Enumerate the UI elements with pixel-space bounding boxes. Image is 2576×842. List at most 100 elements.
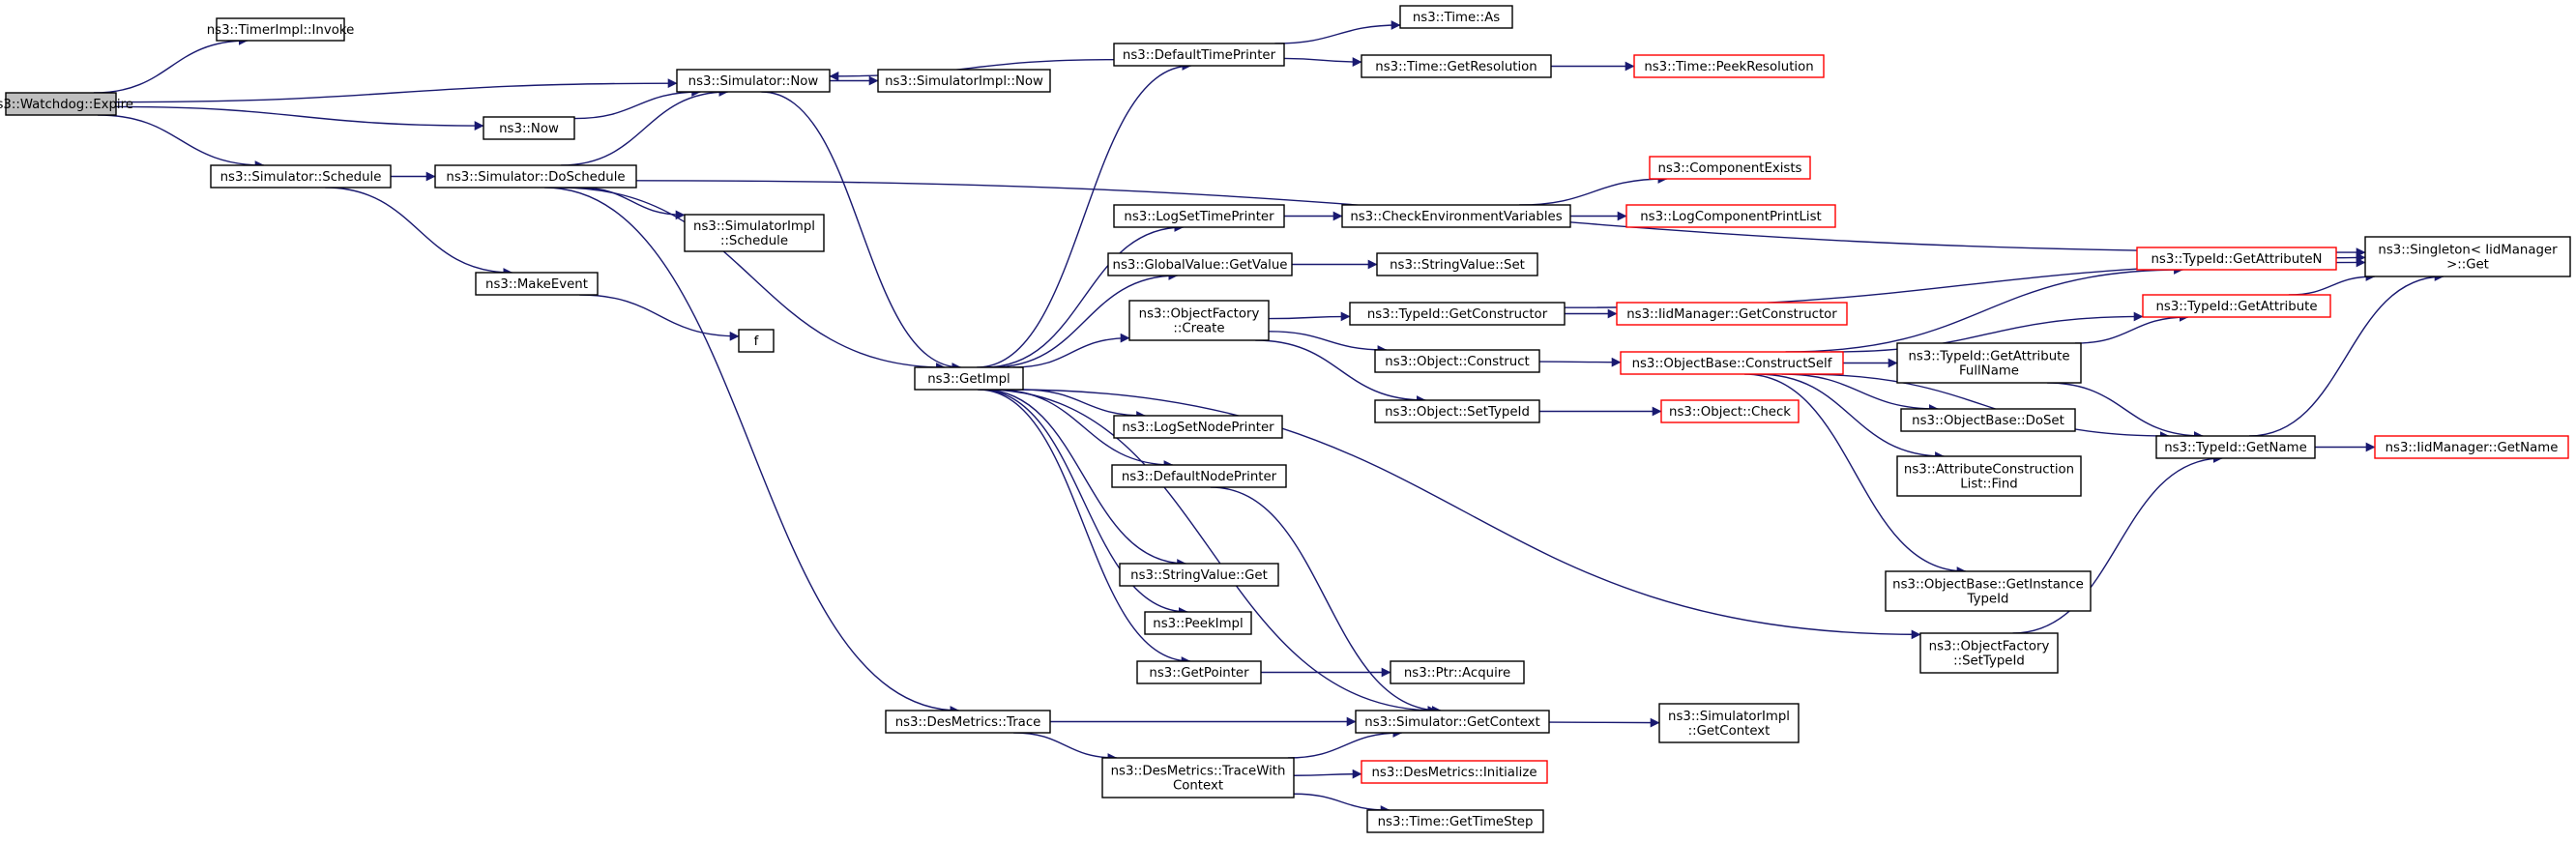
node-object-settypeid[interactable]: ns3::Object::SetTypeId [1374,399,1540,423]
node-label: ns3::TypeId::GetAttribute [2155,300,2317,314]
node-globalvalue-getvalue[interactable]: ns3::GlobalValue::GetValue [1107,252,1293,276]
node-time-gettimestep[interactable]: ns3::Time::GetTimeStep [1366,809,1544,833]
node-box [1900,408,2076,432]
node-box [2142,294,2331,318]
node-box [1660,399,1800,423]
node-object-check[interactable]: ns3::Object::Check [1660,399,1800,423]
node-label: ns3::Singleton< IidManager [2378,244,2558,258]
node-time-peekresolution[interactable]: ns3::Time::PeekResolution [1633,54,1825,78]
node-stringvalue-set[interactable]: ns3::StringValue::Set [1376,252,1538,276]
node-schedule[interactable]: ns3::Simulator::Schedule [210,164,392,189]
node-box [1144,611,1252,635]
node-typeid-getattributen[interactable]: ns3::TypeId::GetAttributeN [2136,247,2337,271]
node-ptr-acquire[interactable]: ns3::Ptr::Acquire [1390,660,1525,684]
node-logsetnodeprinter[interactable]: ns3::LogSetNodePrinter [1113,415,1283,439]
node-desmetrics-trace[interactable]: ns3::DesMetrics::Trace [885,710,1051,734]
edge-tracewithcontext-to-time_gettimestep [1293,793,1390,815]
node-sim-getcontext[interactable]: ns3::Simulator::GetContext [1355,710,1550,734]
node-box [877,69,1051,93]
node-typeid-getconstructor[interactable]: ns3::TypeId::GetConstructor [1349,302,1566,326]
node-label: ns3::Object::Construct [1385,355,1529,369]
node-label: ns3::ObjectBase::GetInstance [1892,578,2084,593]
node-box [1885,570,2092,612]
edge-simnow-to-getimpl [761,91,962,372]
node-box [1349,302,1566,326]
node-objectfactory-settypeid[interactable]: ns3::ObjectFactory::SetTypeId [1919,632,2059,674]
edge-getimpl-to-logsettimeprinter [984,222,1185,368]
node-iidmanager-getconstructor[interactable]: ns3::IidManager::GetConstructor [1616,302,1848,326]
node-box [1374,399,1540,423]
node-label: ns3::SimulatorImpl [1668,710,1790,724]
node-objectfactory-create[interactable]: ns3::ObjectFactory::Create [1128,300,1270,341]
node-label: ns3::ComponentExists [1657,161,1801,176]
node-box [1649,156,1811,180]
node-label: ns3::LogSetTimePrinter [1124,210,1274,224]
node-componentexists[interactable]: ns3::ComponentExists [1649,156,1811,180]
edge-makeevent-to-f [579,294,740,341]
node-label: ns3::Time::As [1413,11,1500,25]
node-box [914,366,1024,391]
node-doschedule[interactable]: ns3::Simulator::DoSchedule [434,164,637,189]
node-logcomponentprintlist[interactable]: ns3::LogComponentPrintList [1625,204,1836,228]
node-stringvalue-get[interactable]: ns3::StringValue::Get [1119,563,1279,587]
node-singleton-get[interactable]: ns3::Singleton< IidManager >::Get [2364,236,2571,277]
node-simimplschedule[interactable]: ns3::SimulatorImpl::Schedule [684,214,825,252]
nodes-layer: ns3::Watchdog::Expire ns3::TimerImpl::Inv… [0,5,2571,833]
node-label: ns3::TypeId::GetConstructor [1367,307,1548,322]
edge-getimpl-to-stringvalue_get [981,389,1187,568]
node-timerinvoke[interactable]: ns3::TimerImpl::Invoke [207,17,355,42]
node-label: List::Find [1960,478,2017,492]
edge-doschedule-to-simnow [561,87,729,166]
node-label: ns3::TimerImpl::Invoke [207,23,355,38]
node-box [1376,252,1538,276]
node-iidmanager-getname[interactable]: ns3::IidManager::GetName [2374,435,2569,459]
edge-getimpl-to-sim_getcontext [984,389,1438,715]
node-objectbase-constructself[interactable]: ns3::ObjectBase::ConstructSelf [1620,351,1844,375]
node-checkenv[interactable]: ns3::CheckEnvironmentVariables [1341,204,1571,228]
node-typeid-getattribute[interactable]: ns3::TypeId::GetAttribute [2142,294,2331,318]
node-typeid-getname[interactable]: ns3::TypeId::GetName [2155,435,2316,459]
node-getimpl[interactable]: ns3::GetImpl [914,366,1024,391]
node-now[interactable]: ns3::Now [483,116,575,140]
node-label: ns3::Simulator::DoSchedule [446,170,625,185]
node-box [1113,415,1283,439]
node-expire[interactable]: ns3::Watchdog::Expire [0,92,133,116]
node-logsettimeprinter[interactable]: ns3::LogSetTimePrinter [1113,204,1285,228]
node-label: ns3::GetPointer [1149,666,1249,681]
node-label: ns3::SimulatorImpl::Now [885,74,1043,89]
node-label: ns3::Ptr::Acquire [1404,666,1510,681]
edge-objectbase_constructself-to-typeid_getattributen [1785,265,2183,353]
node-f[interactable]: f [738,329,775,353]
node-peekimpl[interactable]: ns3::PeekImpl [1144,611,1252,635]
node-label: ns3::Time::GetTimeStep [1378,815,1534,829]
node-object-construct[interactable]: ns3::Object::Construct [1374,349,1540,373]
edge-tracewithcontext-to-sim_getcontext [1287,728,1403,759]
node-getpointer[interactable]: ns3::GetPointer [1136,660,1262,684]
edge-getimpl-to-peekimpl [979,389,1188,617]
edge-tracewithcontext-to-desmetrics_initialize [1293,769,1362,779]
edge-getimpl-to-objectfactory_settypeid [1010,389,1921,640]
node-simimpl-getcontext[interactable]: ns3::SimulatorImpl::GetContext [1658,703,1800,743]
node-box [1616,302,1848,326]
node-time-as[interactable]: ns3::Time::As [1399,5,1513,29]
node-box [1399,5,1513,29]
node-label: ns3::DefaultTimePrinter [1123,48,1276,63]
node-time-getresolution[interactable]: ns3::Time::GetResolution [1361,54,1552,78]
node-defaultnodeprinter[interactable]: ns3::DefaultNodePrinter [1111,464,1287,488]
node-label: ns3::LogComponentPrintList [1640,210,1822,224]
edge-objectbase_constructself-to-objectbase_doset [1781,373,1939,414]
node-label: ::Create [1173,322,1224,336]
edge-typeid_getattributefullname-to-typeid_getattribute [2074,312,2189,344]
node-makeevent[interactable]: ns3::MakeEvent [475,272,599,296]
node-simnow[interactable]: ns3::Simulator::Now [676,69,831,93]
edge-doschedule-to-simimplschedule [578,187,686,220]
node-defaulttimeprinter[interactable]: ns3::DefaultTimePrinter [1113,43,1285,67]
node-label: ns3::IidManager::GetName [2386,441,2559,455]
node-simimplnow[interactable]: ns3::SimulatorImpl::Now [877,69,1051,93]
node-objectbase-doset[interactable]: ns3::ObjectBase::DoSet [1900,408,2076,432]
node-desmetrics-initialize[interactable]: ns3::DesMetrics::Initialize [1361,760,1548,784]
